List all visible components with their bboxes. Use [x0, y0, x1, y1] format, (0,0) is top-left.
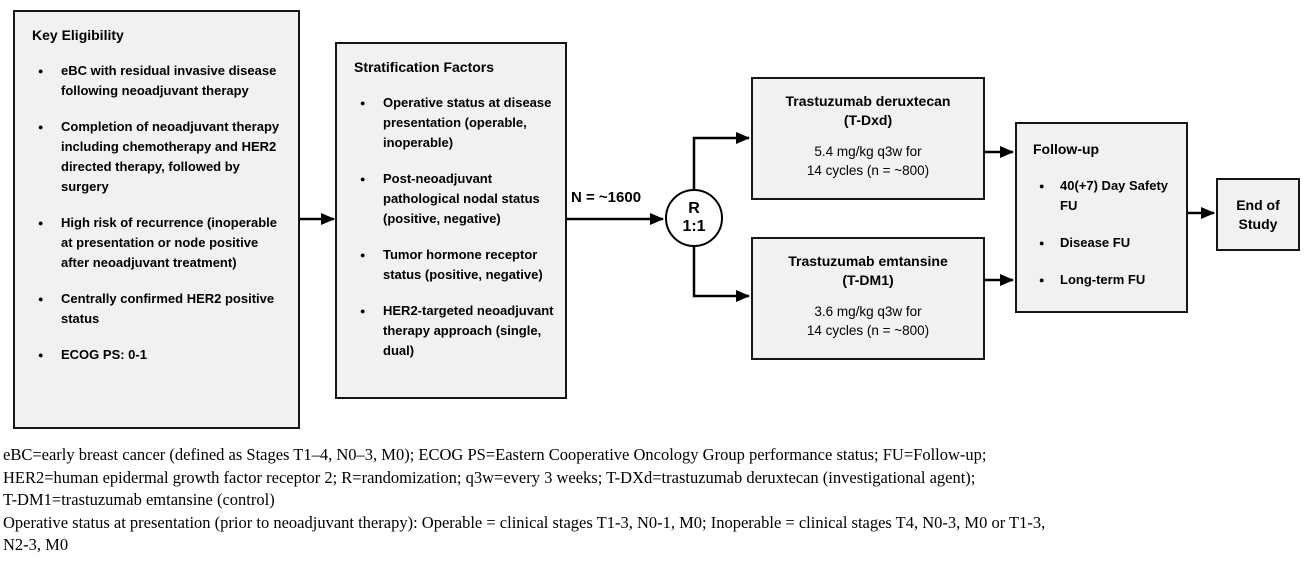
eligibility-item: ● Centrally confirmed HER2 positive stat…: [32, 289, 288, 329]
followup-box: Follow-up ● 40(+7) Day Safety FU ● Disea…: [1015, 122, 1188, 313]
footnotes: eBC=early breast cancer (defined as Stag…: [3, 444, 1303, 557]
eligibility-item-text: High risk of recurrence (inoperable at p…: [61, 215, 278, 270]
sample-size-label: N = ~1600: [571, 189, 642, 206]
stratification-item-text: Post-neoadjuvant pathological nodal stat…: [383, 171, 540, 226]
eligibility-item: ● eBC with residual invasive disease fol…: [32, 61, 288, 101]
eligibility-item: ● Completion of neoadjuvant therapy incl…: [32, 117, 288, 197]
arm-tdxd-abbr: (T-Dxd): [843, 112, 893, 128]
stratification-item-text: HER2-targeted neoadjuvant therapy approa…: [383, 303, 554, 358]
key-eligibility-box: Key Eligibility ● eBC with residual inva…: [13, 10, 300, 429]
followup-item-text: Disease FU: [1060, 235, 1131, 250]
stratification-item: ● Operative status at disease presentati…: [354, 93, 557, 153]
followup-item: ● Long-term FU: [1033, 270, 1180, 290]
randomization-ratio-label: 1:1: [682, 218, 706, 235]
stratification-item-text: Tumor hormone receptor status (positive,…: [383, 247, 543, 282]
arm-tdxd-name: Trastuzumab deruxtecan: [785, 93, 951, 109]
arm-tdxd-box: Trastuzumab deruxtecan (T-Dxd) 5.4 mg/kg…: [751, 77, 985, 200]
bullet-dot-icon: ●: [38, 218, 44, 228]
stratification-factors-box: Stratification Factors ● Operative statu…: [335, 42, 567, 399]
stratification-item: ● Tumor hormone receptor status (positiv…: [354, 245, 557, 285]
arm-tdxd-dose-line2: 14 cycles (n = ~800): [806, 163, 930, 178]
stratification-item-text: Operative status at disease presentation…: [383, 95, 552, 150]
bullet-dot-icon: ●: [38, 122, 44, 132]
key-eligibility-title: Key Eligibility: [32, 27, 124, 43]
eligibility-item-text: ECOG PS: 0-1: [61, 347, 147, 362]
randomization-r-label: R: [688, 200, 700, 217]
randomization-circle: R 1:1: [665, 189, 723, 247]
bullet-dot-icon: ●: [360, 250, 366, 260]
followup-item: ● Disease FU: [1033, 233, 1180, 253]
arm-tdm1-name: Trastuzumab emtansine: [788, 253, 948, 269]
bullet-dot-icon: ●: [1039, 275, 1045, 285]
stratification-item: ● Post-neoadjuvant pathological nodal st…: [354, 169, 557, 229]
arm-tdm1-dose-line2: 14 cycles (n = ~800): [806, 323, 930, 338]
footnote-line: T-DM1=trastuzumab emtansine (control): [3, 490, 275, 509]
arm-tdxd-dose-line1: 5.4 mg/kg q3w for: [814, 144, 922, 159]
followup-title: Follow-up: [1033, 141, 1100, 157]
followup-item-text: 40(+7) Day Safety FU: [1060, 178, 1169, 213]
bullet-dot-icon: ●: [38, 66, 44, 76]
stratification-item: ● HER2-targeted neoadjuvant therapy appr…: [354, 301, 557, 361]
bullet-dot-icon: ●: [360, 98, 366, 108]
bullet-dot-icon: ●: [38, 294, 44, 304]
arm-tdm1-abbr: (T-DM1): [842, 272, 894, 288]
footnote-line: HER2=human epidermal growth factor recep…: [3, 467, 976, 487]
end-of-study-box: End of Study: [1216, 178, 1300, 251]
arm-tdm1-box: Trastuzumab emtansine (T-DM1) 3.6 mg/kg …: [751, 237, 985, 360]
bullet-dot-icon: ●: [360, 174, 366, 184]
followup-item-text: Long-term FU: [1060, 272, 1146, 287]
footnote-line: N2-3, M0: [3, 535, 69, 554]
arrow-randomization-to-arm-tdm1: [692, 246, 750, 302]
footnote-line: Operative status at presentation (prior …: [3, 512, 1046, 532]
followup-item: ● 40(+7) Day Safety FU: [1033, 176, 1180, 216]
footnote-line: eBC=early breast cancer (defined as Stag…: [3, 445, 987, 464]
eligibility-item-text: Centrally confirmed HER2 positive status: [61, 291, 275, 326]
stratification-title: Stratification Factors: [354, 59, 495, 75]
eligibility-item: ● ECOG PS: 0-1: [32, 345, 288, 365]
bullet-dot-icon: ●: [1039, 238, 1045, 248]
bullet-dot-icon: ●: [1039, 181, 1045, 191]
arm-tdm1-dose-line1: 3.6 mg/kg q3w for: [814, 304, 922, 319]
eligibility-item-text: eBC with residual invasive disease follo…: [61, 63, 277, 98]
eligibility-item: ● High risk of recurrence (inoperable at…: [32, 213, 288, 273]
end-of-study-label: End of Study: [1236, 196, 1280, 232]
eligibility-item-text: Completion of neoadjuvant therapy includ…: [61, 119, 280, 194]
arrow-randomization-to-arm-tdxd: [692, 132, 750, 190]
bullet-dot-icon: ●: [360, 306, 366, 316]
bullet-dot-icon: ●: [38, 350, 44, 360]
